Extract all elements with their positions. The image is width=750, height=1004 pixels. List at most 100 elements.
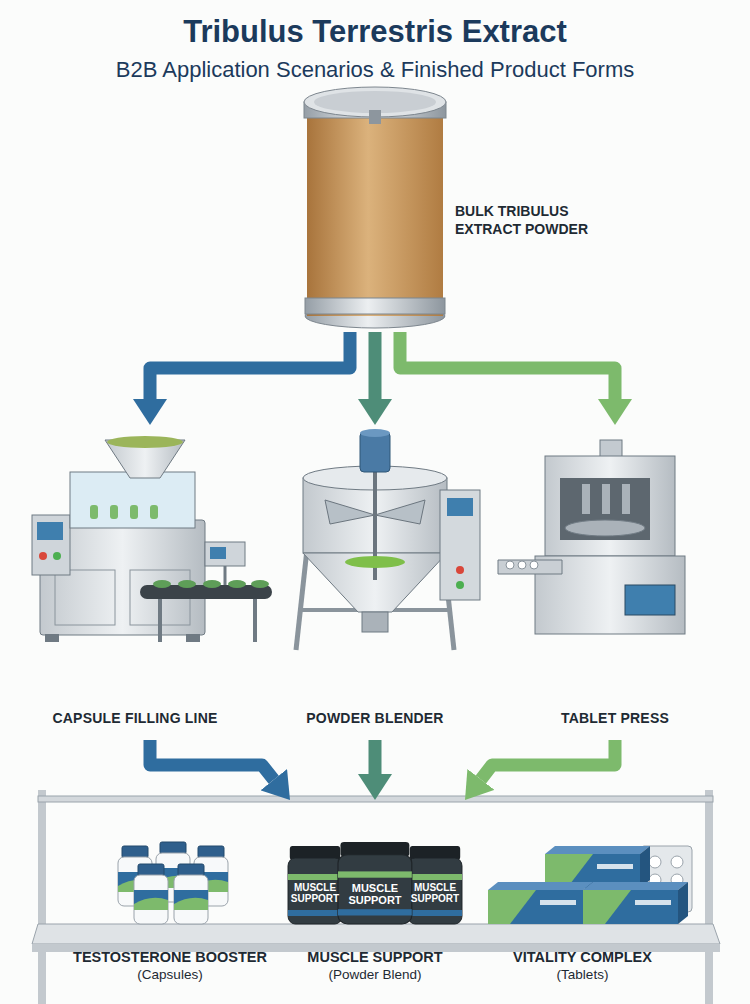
- capsule-filling-machine: [32, 436, 272, 642]
- diagram-subtitle: B2B Application Scenarios & Finished Pro…: [0, 57, 750, 87]
- capsule-filling-machine: [45, 634, 59, 642]
- capsule-bottles: [118, 842, 228, 924]
- powder-blender: [345, 556, 405, 568]
- jar-label: MUSCLE SUPPORT: [410, 880, 460, 906]
- bulk-drum: [369, 110, 381, 124]
- machine-node: TABLET PRESS: [520, 425, 710, 740]
- capsule-filling-machine: [228, 580, 246, 588]
- tablet-boxes: [649, 856, 661, 868]
- tablet-boxes: [545, 846, 650, 888]
- tablet-press: [498, 440, 685, 634]
- tablet-boxes: [583, 882, 688, 924]
- capsule-filling-machine: [107, 436, 183, 448]
- powder-blender: [447, 498, 473, 516]
- tablet-press: [518, 561, 526, 569]
- shelf: [38, 790, 46, 1004]
- bulk-drum-node: BULK TRIBULUS EXTRACT POWDER: [305, 92, 445, 332]
- jar-label: MUSCLE SUPPORT: [340, 878, 410, 910]
- powder-blender: [296, 429, 480, 650]
- bulk-drum: [314, 91, 436, 113]
- bulk-drum: [304, 87, 446, 328]
- node-label: TABLET PRESS: [561, 710, 669, 726]
- node-label: VITALITY COMPLEX: [513, 949, 652, 965]
- capsule-filling-machine: [70, 472, 195, 528]
- node-sublabel: (Powder Blend): [328, 967, 421, 982]
- machine-node: POWDER BLENDER: [285, 425, 465, 740]
- node-label: TESTOSTERONE BOOSTER: [73, 949, 267, 965]
- bulk-drum: [305, 298, 445, 314]
- powder-jars: [288, 842, 462, 924]
- shelf: [38, 796, 713, 802]
- node-label: POWDER BLENDER: [306, 710, 443, 726]
- capsule-filling-machine: [37, 522, 63, 540]
- node-sublabel: (Capsules): [137, 967, 202, 982]
- flow-arrow: [150, 740, 274, 780]
- tablet-boxes: [671, 856, 683, 868]
- product-node: MUSCLE SUPPORT (Powder Blend): [295, 800, 455, 992]
- node-label: CAPSULE FILLING LINE: [53, 710, 218, 726]
- tablet-press: [530, 561, 538, 569]
- capsule-filling-machine: [130, 505, 138, 519]
- powder-blender: [456, 566, 464, 574]
- capsule-filling-machine: [224, 564, 227, 585]
- tablet-press: [506, 561, 514, 569]
- node-label: BULK TRIBULUS EXTRACT POWDER: [455, 202, 600, 238]
- capsule-filling-machine: [150, 505, 158, 519]
- powder-blender: [360, 429, 390, 437]
- tablet-boxes: [488, 846, 692, 924]
- powder-jars: [338, 842, 412, 924]
- shelf: [32, 790, 720, 1004]
- tablet-press: [545, 456, 675, 556]
- capsule-bottles: [134, 864, 168, 924]
- shelf: [705, 790, 713, 1004]
- tablet-press: [582, 484, 590, 514]
- flow-arrow: [369, 332, 382, 399]
- product-node: VITALITY COMPLEX (Tablets): [455, 800, 710, 992]
- bulk-drum: [307, 112, 443, 316]
- capsule-filling-machine: [205, 542, 245, 566]
- capsule-filling-machine: [203, 580, 221, 588]
- tablet-press: [498, 560, 562, 574]
- node-label: MUSCLE SUPPORT: [307, 949, 442, 965]
- powder-blender: [440, 490, 480, 600]
- powder-blender: [360, 432, 390, 472]
- powder-blender: [325, 500, 375, 524]
- capsule-filling-machine: [178, 580, 196, 588]
- capsule-bottles: [174, 864, 208, 924]
- jar-label: MUSCLE SUPPORT: [290, 880, 340, 906]
- node-sublabel: (Tablets): [557, 967, 609, 982]
- capsule-filling-machine: [158, 599, 162, 642]
- capsule-filling-machine: [153, 580, 171, 588]
- capsule-filling-machine: [90, 505, 98, 519]
- capsule-filling-machine: [210, 547, 226, 559]
- capsule-filling-machine: [32, 515, 70, 575]
- capsule-filling-machine: [186, 634, 200, 642]
- capsule-filling-machine: [251, 580, 269, 588]
- tablet-press: [560, 478, 650, 540]
- flow-arrow: [400, 332, 615, 399]
- tablet-press: [565, 520, 645, 536]
- capsule-filling-machine: [253, 599, 257, 642]
- diagram-title: Tribulus Terrestris Extract: [0, 14, 750, 50]
- flow-arrow: [150, 332, 350, 399]
- powder-blender: [375, 500, 425, 524]
- capsule-filling-machine: [39, 552, 47, 560]
- powder-jars: [288, 846, 342, 924]
- powder-blender: [362, 612, 388, 632]
- shelf: [32, 924, 720, 944]
- flow-arrow: [369, 740, 382, 774]
- capsule-filling-machine: [55, 570, 115, 625]
- machine-node: CAPSULE FILLING LINE: [15, 425, 255, 740]
- flow-arrow: [481, 740, 615, 779]
- tablet-press: [600, 440, 622, 458]
- capsule-filling-machine: [53, 552, 61, 560]
- capsule-filling-machine: [110, 505, 118, 519]
- powder-blender: [456, 581, 464, 589]
- product-node: TESTOSTERONE BOOSTER (Capsules): [45, 800, 295, 992]
- tablet-press: [602, 484, 610, 514]
- tablet-press: [625, 585, 675, 615]
- powder-jars: [408, 846, 462, 924]
